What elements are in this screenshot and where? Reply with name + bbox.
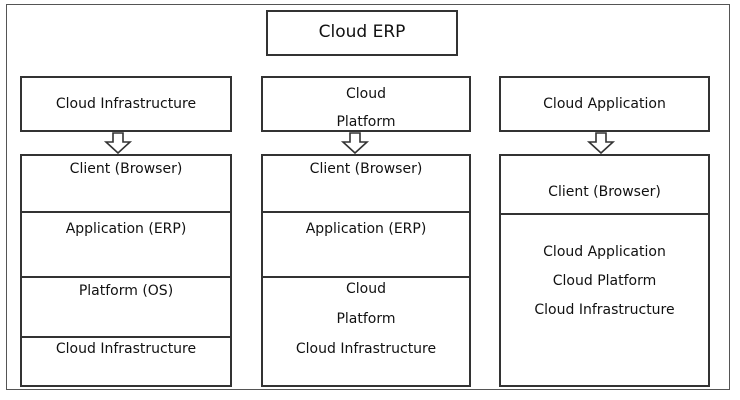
column-3-header: Cloud Application <box>499 76 710 132</box>
layer-divider <box>22 276 230 278</box>
layer-divider <box>263 211 469 213</box>
column-2-header: Cloud Platform <box>261 76 471 132</box>
column-1-stack: Client (Browser) Application (ERP) Platf… <box>20 154 232 387</box>
column-3-layer-2-line-1: Cloud Application <box>543 244 666 260</box>
down-arrow-icon <box>340 132 370 154</box>
layer-divider <box>22 336 230 338</box>
column-3-stack: Client (Browser) Cloud Application Cloud… <box>499 154 710 387</box>
column-2-stack: Client (Browser) Application (ERP) Cloud… <box>261 154 471 387</box>
layer-divider <box>263 276 469 278</box>
column-1-layer-2: Application (ERP) <box>65 221 187 237</box>
column-3-layer-2-line-2: Cloud Platform <box>552 273 657 289</box>
column-1-layer-3: Platform (OS) <box>78 283 174 299</box>
column-1-layer-1: Client (Browser) <box>69 161 183 177</box>
column-3-header-label: Cloud Application <box>543 96 666 112</box>
column-1-header: Cloud Infrastructure <box>20 76 232 132</box>
column-1-layer-4: Cloud Infrastructure <box>55 341 197 357</box>
column-3-layer-2-line-3: Cloud Infrastructure <box>534 302 675 318</box>
column-2-layer-3-line-3: Cloud Infrastructure <box>295 341 437 357</box>
layer-divider <box>501 213 708 215</box>
column-1-header-label: Cloud Infrastructure <box>55 96 197 112</box>
column-2-layer-1: Client (Browser) <box>309 161 423 177</box>
column-2-layer-2: Application (ERP) <box>305 221 427 237</box>
diagram-title: Cloud ERP <box>318 22 406 42</box>
column-2-layer-3-line-2: Platform <box>336 311 396 327</box>
down-arrow-icon <box>586 132 616 154</box>
column-3-layer-1: Client (Browser) <box>548 184 661 200</box>
layer-divider <box>22 211 230 213</box>
column-2-header-label-line-2: Platform <box>336 114 396 130</box>
column-2-header-label-line-1: Cloud <box>346 86 386 102</box>
title-box: Cloud ERP <box>266 10 458 56</box>
column-2-layer-3-line-1: Cloud <box>346 281 386 297</box>
down-arrow-icon <box>103 132 133 154</box>
